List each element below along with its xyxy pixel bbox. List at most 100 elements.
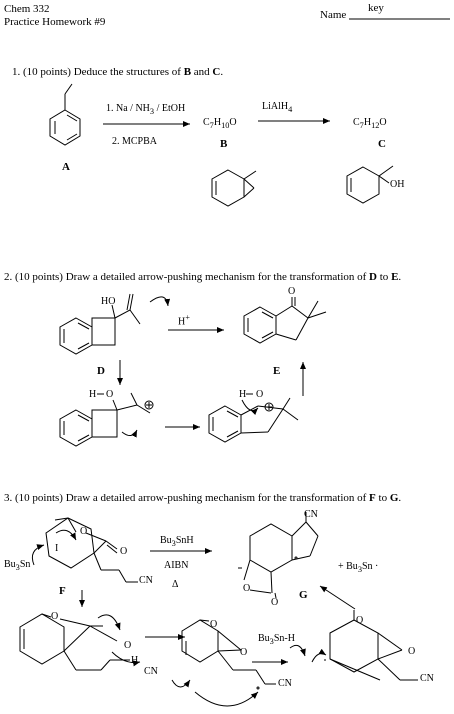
q3-curved-arrow-i1b [112, 652, 140, 667]
epoxide-b-structure [212, 170, 256, 206]
q3-label-f: F [59, 585, 66, 597]
q3-iodine: I [55, 543, 59, 554]
q3-f-ring-o: O [80, 526, 88, 537]
q2-curved-arrow-2 [122, 430, 137, 438]
q1-reagent-1-text: 1. Na / NH [106, 103, 150, 114]
q1-formula-b: C7H10O [203, 118, 237, 130]
q2-prompt-to: to [377, 271, 392, 283]
q3-i2-ring-o: O [210, 619, 218, 630]
q3-snh-bu: Bu [258, 633, 270, 644]
iodo-lactone-f-structure [46, 518, 138, 582]
indanone-e-structure [244, 297, 326, 343]
q3-curved-arrow-i3 [312, 648, 326, 662]
q3-bp-bu: + Bu [338, 561, 358, 572]
q1-reagent-3-text: LiAlH [262, 101, 289, 112]
q2-cation-h: H [239, 389, 247, 400]
q1-reagent-1: 1. Na / NH3 / EtOH [106, 104, 185, 116]
q2-curved-arrow-3 [242, 400, 258, 416]
alcohol-c-structure [347, 166, 393, 203]
q3-i1-carbonyl-o: O [124, 640, 132, 651]
q3-prompt-g: G [389, 492, 399, 504]
tricyclic-lactone-g-structure [238, 512, 318, 598]
q3-i3-carbonyl-o: O [408, 646, 416, 657]
q3-r1-tail: SnH [175, 535, 194, 546]
fc-7: 7 [359, 121, 364, 130]
q3-g-cn: CN [304, 509, 318, 520]
q3-f-cn: CN [139, 575, 153, 586]
q3-curved-arrow-sn [290, 645, 306, 656]
q3-prompt-text: 3. (10 points) Draw a detailed arrow-pus… [4, 492, 370, 504]
q3-sn-tail: Sn [19, 559, 31, 570]
fb-o: O [229, 117, 237, 128]
q1-prompt: 1. (10 points) Deduce the structures of … [12, 67, 223, 78]
q2-prompt-text: 2. (10 points) Draw a detailed arrow-pus… [4, 271, 370, 283]
q3-curved-arrow-i2a [172, 680, 190, 687]
q2-prompt: 2. (10 points) Draw a detailed arrow-pus… [4, 272, 401, 283]
q2-prompt-e: E [391, 271, 399, 283]
q3-delta: Δ [172, 579, 179, 590]
q1-label-b: B [220, 138, 228, 150]
radical-intermediate-3-structure [324, 610, 418, 680]
fb-7: 7 [209, 121, 214, 130]
q3-curved-arrow-i2b [195, 692, 258, 706]
q3-prompt-f: F [369, 492, 376, 504]
fb-h: H [213, 117, 222, 128]
q3-reagent-1: Bu3SnH [160, 536, 194, 548]
q3-bu3sn-radical: Bu3Sn [4, 560, 30, 572]
q3-bu3snh: Bu3Sn-H [258, 634, 295, 646]
q1-reagent-1-sub: 3 [149, 107, 155, 116]
q1-label-a: A [62, 161, 70, 173]
q3-prompt-to: to [375, 492, 390, 504]
q3-curved-arrow-f1 [32, 544, 44, 565]
q1-reagent-1-tail: / EtOH [154, 103, 186, 114]
benzocyclobutene-d-structure [60, 294, 140, 354]
q2-curved-arrow-1 [150, 297, 171, 306]
q3-r1-sub: 3 [171, 539, 176, 548]
q2-oxonium-h: H [89, 389, 97, 400]
q2-prompt-dot: . [398, 271, 402, 283]
course-label: Chem 332 [4, 3, 50, 15]
q1-label-c: C [378, 138, 386, 150]
q1-prompt-and: and [191, 66, 213, 78]
q3-f-carbonyl-o: O [120, 546, 128, 557]
q3-arrow-back [320, 586, 355, 609]
q2-ketone-o: O [288, 286, 296, 297]
q3-bp-sub: 3 [357, 565, 362, 574]
q3-i1-ring-o: O [51, 611, 59, 622]
q1-prompt-c: C [212, 66, 221, 78]
fc-o: O [379, 117, 387, 128]
q3-sn-sub: 3 [15, 563, 20, 572]
toluene-structure [50, 84, 80, 145]
q1-reagent-3-sub: 4 [288, 105, 293, 114]
q2-h: H [178, 316, 186, 328]
q1-reagent-2: 2. MCPBA [112, 136, 158, 147]
q2-prompt-d: D [369, 271, 377, 283]
name-value: key [368, 2, 384, 14]
q1-reagent-3: LiAlH4 [262, 102, 292, 114]
fb-10: 10 [221, 121, 230, 130]
q3-byproduct: + Bu3Sn · [338, 562, 378, 574]
q2-ho-label: HO [101, 296, 116, 307]
q2-h-plus: H+ [178, 313, 190, 328]
q3-prompt: 3. (10 points) Draw a detailed arrow-pus… [4, 493, 401, 504]
q1-formula-c: C7H12O [353, 118, 387, 130]
q3-reagent-2: AIBN [164, 560, 189, 571]
oxonium-intermediate-structure [60, 393, 153, 446]
q2-cation-o: O [256, 389, 264, 400]
fb-c: C [203, 117, 210, 128]
q3-prompt-dot: . [398, 492, 402, 504]
q2-oxonium-o: O [106, 389, 114, 400]
q1-prompt-dot: . [220, 66, 224, 78]
q1-prompt-text: 1. (10 points) Deduce the structures of [12, 66, 184, 78]
assignment-label: Practice Homework #9 [4, 16, 106, 28]
q3-sn-bu: Bu [4, 559, 16, 570]
ring-expansion-intermediate-structure [209, 394, 298, 442]
q3-g-carbonyl-o: O [271, 597, 279, 608]
q3-i3-cn: CN [420, 673, 434, 684]
radical-intermediate-2-structure [182, 620, 276, 689]
radical-intermediate-1-structure [20, 614, 130, 670]
q2-label-e: E [273, 365, 281, 377]
q3-label-g: G [299, 589, 308, 601]
q3-i2-carbonyl-o: O [240, 647, 248, 658]
